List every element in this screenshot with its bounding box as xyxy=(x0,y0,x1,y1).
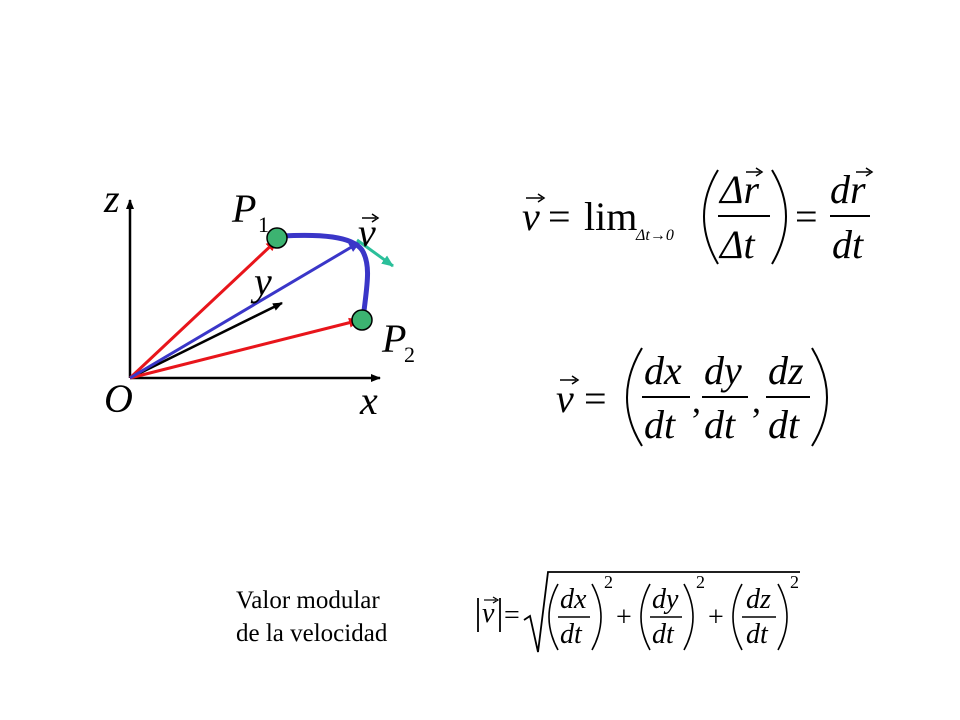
delta-t-denominator: Δt xyxy=(718,222,755,267)
vector-v-symbol: v xyxy=(522,193,546,239)
right-paren xyxy=(777,583,788,651)
right-paren xyxy=(683,583,694,651)
point-p2 xyxy=(351,309,373,331)
dt-denominator: dt xyxy=(704,402,736,447)
left-paren xyxy=(640,583,651,651)
position-vector-p1 xyxy=(128,238,279,380)
exponent: 2 xyxy=(790,572,799,592)
dt-denominator: dt xyxy=(768,402,800,447)
trajectory-curve xyxy=(281,232,371,321)
equals-sign: = xyxy=(584,376,607,421)
y-axis xyxy=(129,301,283,380)
velocity-limit-formula: v = lim Δt→0 Δr Δt = dr dt xyxy=(522,167,874,267)
svg-text:dr: dr xyxy=(830,167,866,212)
comma: , xyxy=(692,380,701,420)
dt-denominator: dt xyxy=(560,619,583,650)
dy-numerator: dy xyxy=(704,348,742,393)
left-paren xyxy=(703,169,719,265)
dt-denominator: dt xyxy=(652,619,675,650)
dr-numerator: dr xyxy=(830,167,874,212)
exponent: 2 xyxy=(604,572,613,592)
x-axis-label: x xyxy=(359,378,378,423)
velocity-label: v xyxy=(358,210,380,255)
left-paren xyxy=(626,347,643,447)
position-vector-middle xyxy=(129,240,361,380)
dt-denominator: dt xyxy=(832,222,864,267)
p1-label: P 1 xyxy=(231,186,269,237)
dz-numerator: dz xyxy=(746,584,771,615)
right-paren xyxy=(811,347,828,447)
left-paren xyxy=(732,583,743,651)
velocity-arrow xyxy=(356,238,394,268)
equals-sign: = xyxy=(548,194,571,239)
plus-sign: + xyxy=(708,602,724,633)
equals-sign: = xyxy=(504,600,520,631)
plus-sign: + xyxy=(616,602,632,633)
velocity-components-formula: v = dx dt , dy dt , dz dt xyxy=(556,347,828,447)
z-axis-label: z xyxy=(103,176,120,221)
dx-numerator: dx xyxy=(644,348,682,393)
caption-line-1: Valor modular xyxy=(236,587,380,614)
lim-operator: lim xyxy=(584,194,637,239)
comma: , xyxy=(752,380,761,420)
dx-numerator: dx xyxy=(560,584,587,615)
svg-text:v: v xyxy=(482,598,495,629)
dy-numerator: dy xyxy=(652,584,679,615)
y-axis-label: y xyxy=(250,259,272,304)
vector-v-symbol: v xyxy=(482,596,500,629)
svg-text:v: v xyxy=(556,376,574,421)
sqrt-sign xyxy=(523,571,800,653)
equals-sign: = xyxy=(795,194,818,239)
magnitude-caption: Valor modular de la velocidad xyxy=(236,584,387,650)
svg-text:v: v xyxy=(522,194,540,239)
origin-label: O xyxy=(104,376,133,421)
left-paren xyxy=(548,583,559,651)
right-paren xyxy=(591,583,602,651)
svg-text:v: v xyxy=(358,210,376,255)
exponent: 2 xyxy=(696,572,705,592)
right-paren xyxy=(771,169,787,265)
delta-r-numerator: Δr xyxy=(718,167,764,212)
lim-subscript: Δt→0 xyxy=(635,227,674,244)
velocity-magnitude-formula: v = dx dt 2 + dy dt 2 + dz dt 2 xyxy=(477,571,800,653)
p2-label: P 2 xyxy=(381,316,415,367)
position-vector-p2 xyxy=(129,317,361,380)
point-p1 xyxy=(266,227,288,249)
dt-denominator: dt xyxy=(746,619,769,650)
vector-v-symbol: v xyxy=(556,375,580,421)
caption-line-2: de la velocidad xyxy=(236,620,388,647)
dz-numerator: dz xyxy=(768,348,804,393)
svg-text:Δr: Δr xyxy=(718,167,759,212)
dt-denominator: dt xyxy=(644,402,676,447)
